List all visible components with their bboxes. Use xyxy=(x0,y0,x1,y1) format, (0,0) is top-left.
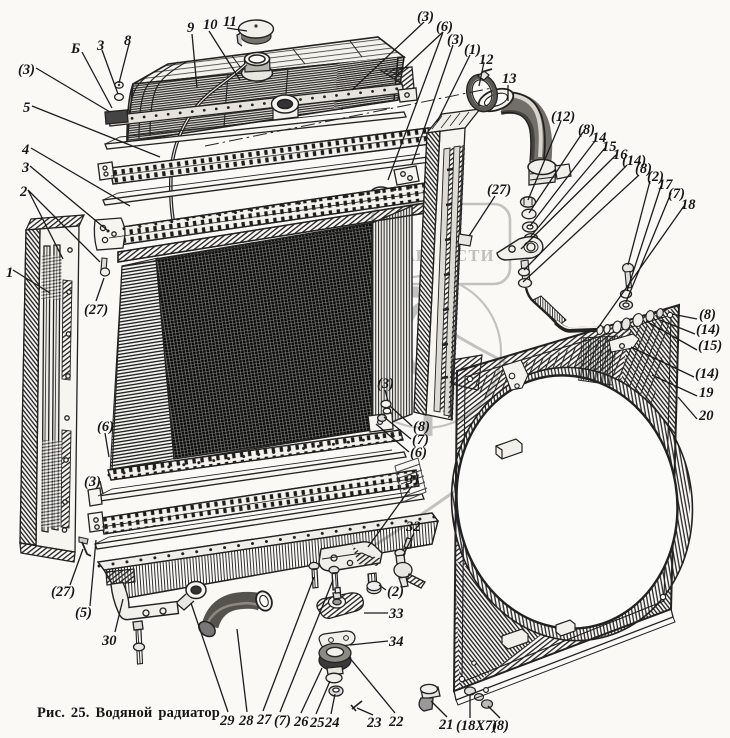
svg-text:(8): (8) xyxy=(699,307,716,323)
svg-text:(5): (5) xyxy=(75,605,92,621)
svg-text:(2): (2) xyxy=(387,584,404,600)
svg-text:(18Х7): (18Х7) xyxy=(456,718,497,734)
svg-text:(27): (27) xyxy=(84,302,108,318)
svg-text:(8): (8) xyxy=(635,161,652,177)
svg-text:27: 27 xyxy=(256,712,272,728)
svg-text:25: 25 xyxy=(309,715,325,731)
svg-text:(3): (3) xyxy=(18,62,35,78)
svg-text:(7): (7) xyxy=(668,186,685,202)
svg-text:33: 33 xyxy=(388,606,404,622)
svg-text:34: 34 xyxy=(388,634,404,650)
svg-text:(14): (14) xyxy=(695,366,719,382)
svg-text:(2): (2) xyxy=(647,169,664,185)
svg-text:(7): (7) xyxy=(412,432,429,448)
svg-text:1: 1 xyxy=(6,265,13,281)
svg-text:22: 22 xyxy=(388,714,404,730)
svg-text:(14): (14) xyxy=(696,322,720,338)
svg-text:(8): (8) xyxy=(413,419,430,435)
svg-text:3: 3 xyxy=(96,38,104,54)
svg-text:(6): (6) xyxy=(436,19,453,35)
svg-text:Рис. 25. Водяной радиатор: Рис. 25. Водяной радиатор xyxy=(37,705,220,721)
svg-text:19: 19 xyxy=(699,385,714,401)
svg-text:11: 11 xyxy=(223,14,237,30)
svg-text:(3): (3) xyxy=(417,9,434,25)
svg-text:2: 2 xyxy=(19,184,27,200)
svg-text:(27): (27) xyxy=(487,182,511,198)
svg-text:(1): (1) xyxy=(464,42,481,58)
svg-text:8: 8 xyxy=(124,33,132,49)
svg-text:24: 24 xyxy=(324,715,340,731)
svg-text:(27): (27) xyxy=(51,584,75,600)
svg-text:(8): (8) xyxy=(578,122,595,138)
svg-text:32: 32 xyxy=(405,519,421,535)
svg-text:(3): (3) xyxy=(377,376,394,392)
svg-text:31: 31 xyxy=(405,472,421,488)
svg-text:12: 12 xyxy=(479,52,494,68)
svg-text:23: 23 xyxy=(366,715,382,731)
svg-text:20: 20 xyxy=(698,408,714,424)
svg-text:(15): (15) xyxy=(698,338,722,354)
svg-text:10: 10 xyxy=(203,17,218,33)
svg-text:5: 5 xyxy=(23,100,30,116)
svg-text:28: 28 xyxy=(238,713,254,729)
svg-text:(14): (14) xyxy=(622,153,646,169)
svg-text:15: 15 xyxy=(602,139,617,155)
svg-text:Б: Б xyxy=(70,41,80,57)
svg-text:9: 9 xyxy=(187,20,194,36)
svg-text:16: 16 xyxy=(613,147,628,163)
svg-text:(3): (3) xyxy=(447,32,464,48)
svg-text:(3): (3) xyxy=(84,474,101,490)
svg-text:29: 29 xyxy=(219,713,235,729)
svg-text:3: 3 xyxy=(21,160,29,176)
svg-text:17: 17 xyxy=(658,177,673,193)
svg-text:26: 26 xyxy=(293,714,309,730)
svg-text:(6): (6) xyxy=(410,445,427,461)
svg-text:(7): (7) xyxy=(274,713,291,729)
svg-text:(6): (6) xyxy=(97,419,114,435)
svg-text:30: 30 xyxy=(101,633,117,649)
svg-text:13: 13 xyxy=(502,71,517,87)
svg-text:4: 4 xyxy=(21,142,29,158)
svg-text:14: 14 xyxy=(592,130,607,146)
svg-text:(8): (8) xyxy=(492,718,509,734)
svg-text:18: 18 xyxy=(681,197,696,213)
svg-text:21: 21 xyxy=(438,717,454,733)
svg-text:(12): (12) xyxy=(551,109,575,125)
